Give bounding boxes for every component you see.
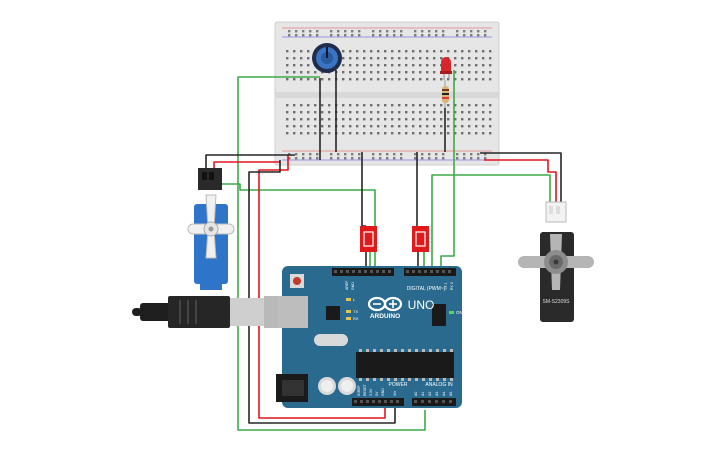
arduino-uno[interactable]: ARDUINO UNO DIGITAL (PWM~) POWER ANALOG … xyxy=(276,266,463,408)
wires xyxy=(205,70,562,431)
potentiometer[interactable] xyxy=(312,43,342,73)
a4-label: A4 xyxy=(442,392,446,396)
breadboard-holes xyxy=(286,30,492,160)
servo-right[interactable]: SM-S2309S xyxy=(518,201,594,322)
ioref-label: IOREF xyxy=(357,385,361,396)
aref-label: AREF xyxy=(345,281,349,290)
wire-black-left-servo xyxy=(205,154,295,170)
on-led-label: ON xyxy=(456,310,463,315)
wire-black-right-servo xyxy=(480,152,562,205)
rx-led-label: RX xyxy=(353,316,359,321)
a0-label: A0 xyxy=(414,392,418,396)
l-led-label: L xyxy=(353,297,356,302)
vin-label: Vin xyxy=(393,391,397,396)
digital-header-pins xyxy=(334,270,451,273)
arduino-brand-label: ARDUINO xyxy=(370,313,400,320)
power-label: POWER xyxy=(389,382,408,388)
wire-green-pot-a0 xyxy=(237,76,426,431)
arduino-logo xyxy=(367,296,403,312)
pushbutton-2[interactable] xyxy=(412,226,429,252)
usb-cable xyxy=(132,296,282,328)
a5-label: A5 xyxy=(449,392,453,396)
gnd-top-label: GND xyxy=(351,282,355,290)
resistor[interactable] xyxy=(442,80,449,108)
gnd-bottom-label: GND xyxy=(381,388,385,396)
wire-green-led-pin xyxy=(440,70,455,270)
mcu-pins xyxy=(359,349,453,381)
digital-pwm-label: DIGITAL (PWM~) xyxy=(407,286,446,292)
tx-led-label: TX xyxy=(353,309,358,314)
tx1-label: TX 1 xyxy=(444,283,448,290)
reset-button[interactable] xyxy=(293,277,301,285)
pushbutton-1[interactable] xyxy=(360,226,377,252)
reset-label: RESET xyxy=(363,383,367,396)
wire-red-5v-rail xyxy=(258,155,386,419)
wire-green-servo-left-signal xyxy=(220,183,376,270)
wire-black-gnd xyxy=(248,160,396,424)
wire-red-left-servo xyxy=(213,161,280,170)
servo-right-model-label: SM-S2309S xyxy=(543,299,571,305)
servo-left[interactable] xyxy=(187,168,235,290)
wire-red-right-servo xyxy=(484,159,557,205)
power-analog-header-pins xyxy=(354,400,452,403)
arduino-model-label: UNO xyxy=(408,298,435,312)
analog-in-label: ANALOG IN xyxy=(425,382,453,388)
red-led[interactable] xyxy=(440,57,452,80)
a1-label: A1 xyxy=(421,392,425,396)
v5-label: 5V xyxy=(375,391,379,396)
wire-green-servo-right-signal xyxy=(431,174,551,270)
v33-label: 3.3V xyxy=(369,388,373,396)
a3-label: A3 xyxy=(435,392,439,396)
a2-label: A2 xyxy=(428,392,432,396)
rx0-label: RX 0 xyxy=(450,282,454,290)
breadboard[interactable] xyxy=(274,21,500,166)
